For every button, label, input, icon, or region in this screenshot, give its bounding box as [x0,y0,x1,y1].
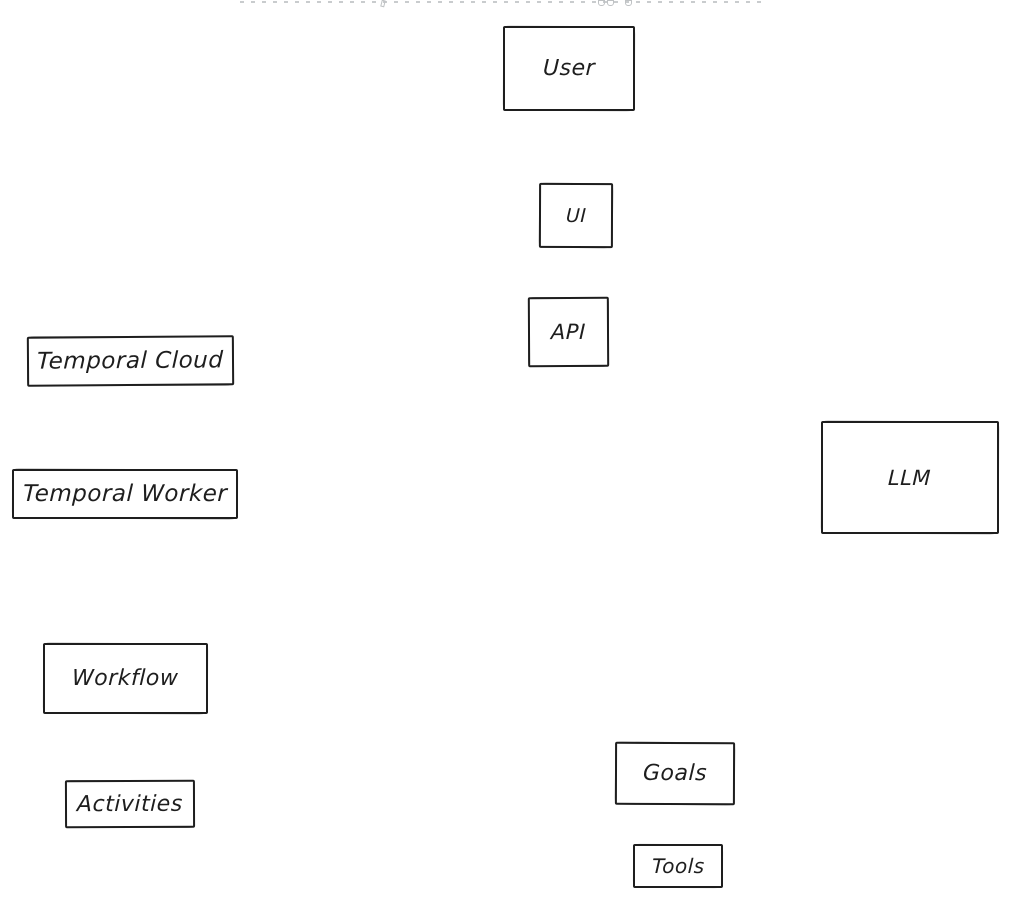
node-llm: LLM [821,421,999,534]
node-temporal-cloud-label: Temporal Cloud [36,347,225,375]
node-ui: UI [538,182,614,249]
node-llm-label: LLM [888,465,932,490]
node-user: User [503,26,635,111]
node-user-label: User [542,56,596,81]
cropped-text-descender [625,0,632,6]
node-temporal-cloud: Temporal Cloud [26,335,235,387]
node-api: API [527,296,610,368]
cropped-text-descender [598,0,605,6]
cropped-text-dashes [240,1,762,3]
node-workflow: Workflow [43,643,208,714]
cropped-text-remnant [240,0,762,8]
node-temporal-worker: Temporal Worker [12,469,238,519]
node-temporal-worker-label: Temporal Worker [22,481,228,507]
cropped-text-descender [380,0,386,8]
node-activities-label: Activities [76,791,184,817]
node-workflow-label: Workflow [71,666,180,691]
node-goals-label: Goals [642,760,708,787]
node-api-label: API [550,319,587,345]
node-activities: Activities [64,779,196,829]
cropped-text-descender [607,0,614,6]
node-goals: Goals [614,741,736,806]
node-ui-label: UI [565,204,587,227]
node-tools: Tools [633,844,723,888]
node-tools-label: Tools [651,854,705,878]
